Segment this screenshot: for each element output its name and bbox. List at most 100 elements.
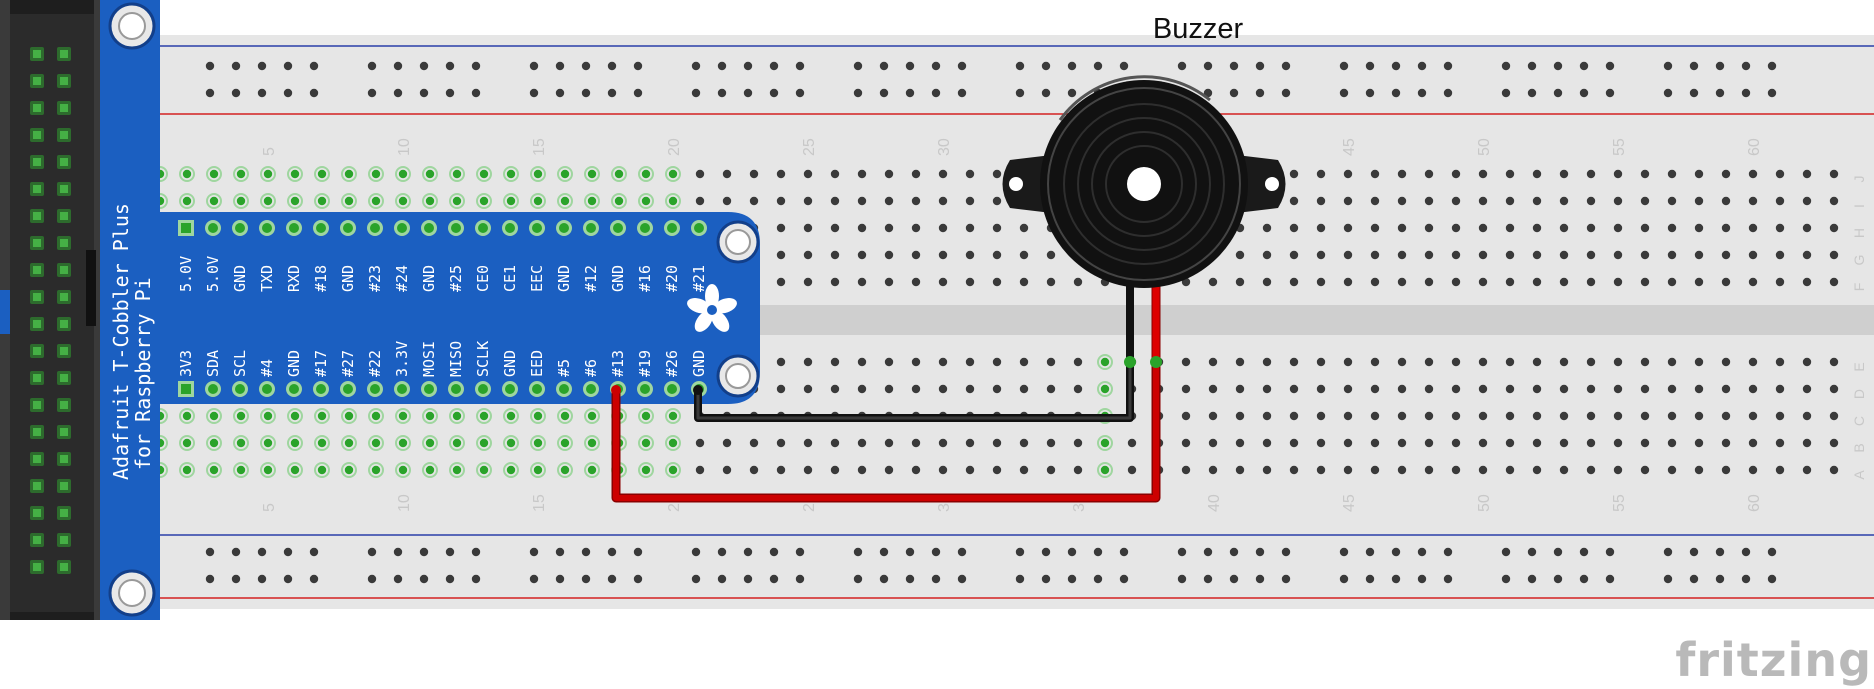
breadboard-hole	[857, 384, 867, 394]
breadboard-hole	[776, 438, 786, 448]
row-letter: H	[1851, 228, 1867, 238]
rail-hole	[581, 61, 591, 71]
breadboard-hole	[1775, 438, 1785, 448]
breadboard-hole	[533, 169, 543, 179]
rail-hole	[1715, 61, 1725, 71]
breadboard-hole	[1370, 277, 1380, 287]
breadboard-hole	[1586, 411, 1596, 421]
breadboard-hole	[1586, 196, 1596, 206]
breadboard-hole	[371, 465, 381, 475]
rail-hole	[1417, 61, 1427, 71]
cobbler-pin-label-top: GND	[231, 265, 249, 292]
rail-hole	[367, 61, 377, 71]
cobbler-pin-label-top: 5.0V	[204, 256, 222, 292]
cobbler-pin-label-bottom: SCLK	[474, 341, 492, 377]
breadboard-hole	[1775, 196, 1785, 206]
breadboard-hole	[1721, 357, 1731, 367]
buzzer-center-hole	[1127, 167, 1161, 201]
breadboard-hole	[1559, 411, 1569, 421]
breadboard-hole	[1829, 438, 1839, 448]
breadboard-hole	[209, 411, 219, 421]
rail-hole	[1015, 61, 1025, 71]
breadboard-hole	[1829, 196, 1839, 206]
breadboard-hole	[1343, 196, 1353, 206]
rail-hole	[1527, 61, 1537, 71]
breadboard-hole	[506, 465, 516, 475]
breadboard-hole	[1694, 223, 1704, 233]
breadboard-hole	[695, 169, 705, 179]
breadboard-hole	[1505, 384, 1515, 394]
breadboard-hole	[722, 438, 732, 448]
ribbon-connector	[0, 0, 100, 620]
cobbler-pin-label-top: GND	[420, 265, 438, 292]
rail-hole	[471, 61, 481, 71]
rail-hole	[1229, 61, 1239, 71]
rail-hole	[1391, 574, 1401, 584]
rail-hole	[1203, 61, 1213, 71]
breadboard-hole	[1667, 357, 1677, 367]
breadboard-hole	[1397, 196, 1407, 206]
breadboard-hole	[776, 384, 786, 394]
breadboard-hole	[560, 169, 570, 179]
rail-hole	[419, 61, 429, 71]
rail-hole	[931, 88, 941, 98]
breadboard-hole	[911, 277, 921, 287]
breadboard-hole	[1424, 169, 1434, 179]
breadboard-hole	[884, 169, 894, 179]
breadboard-hole	[371, 169, 381, 179]
breadboard-hole	[1694, 357, 1704, 367]
rail-hole	[1689, 547, 1699, 557]
breadboard-hole	[1667, 223, 1677, 233]
rail-hole	[853, 61, 863, 71]
breadboard-hole	[371, 196, 381, 206]
cobbler-pin-label-top: GND	[609, 265, 627, 292]
rail-hole	[957, 547, 967, 557]
rail-hole	[1579, 61, 1589, 71]
breadboard-hole	[1235, 357, 1245, 367]
breadboard-hole	[1802, 250, 1812, 260]
breadboard-hole	[641, 465, 651, 475]
breadboard-hole	[290, 196, 300, 206]
breadboard-hole	[560, 438, 570, 448]
breadboard-hole	[1424, 411, 1434, 421]
breadboard-hole	[965, 250, 975, 260]
breadboard-hole	[1208, 357, 1218, 367]
breadboard-hole	[1505, 465, 1515, 475]
breadboard-hole	[1127, 438, 1137, 448]
cobbler-pin-label-bottom: #13	[609, 350, 627, 377]
cobbler-pin-label-bottom: MISO	[447, 341, 465, 377]
breadboard-hole	[317, 411, 327, 421]
row-letter: F	[1851, 283, 1867, 292]
rail-hole	[1663, 574, 1673, 584]
breadboard-hole	[1343, 277, 1353, 287]
cobbler-pin-label-bottom: #5	[555, 359, 573, 377]
breadboard-hole	[1640, 411, 1650, 421]
breadboard-hole	[1343, 438, 1353, 448]
breadboard-hole	[803, 357, 813, 367]
rail-hole	[1605, 547, 1615, 557]
rail-hole	[633, 574, 643, 584]
cobbler-pin-label-bottom: #19	[636, 350, 654, 377]
breadboard-hole	[1397, 411, 1407, 421]
breadboard-hole	[1613, 169, 1623, 179]
rail-hole	[769, 61, 779, 71]
breadboard-hole	[425, 438, 435, 448]
breadboard-hole	[1316, 196, 1326, 206]
breadboard-hole	[1424, 223, 1434, 233]
breadboard-hole	[1478, 250, 1488, 260]
breadboard-hole	[1100, 465, 1110, 475]
breadboard-hole	[938, 196, 948, 206]
breadboard-hole	[1802, 438, 1812, 448]
rail-hole	[445, 88, 455, 98]
rail-hole	[205, 574, 215, 584]
breadboard-hole	[1505, 411, 1515, 421]
rail-hole	[769, 547, 779, 557]
column-number: 45	[1341, 138, 1358, 156]
row-letter: J	[1851, 176, 1867, 183]
breadboard-hole	[1802, 465, 1812, 475]
breadboard-hole	[1235, 384, 1245, 394]
breadboard-hole	[1451, 465, 1461, 475]
rail-hole	[1041, 61, 1051, 71]
breadboard-hole	[479, 169, 489, 179]
breadboard-hole	[830, 384, 840, 394]
